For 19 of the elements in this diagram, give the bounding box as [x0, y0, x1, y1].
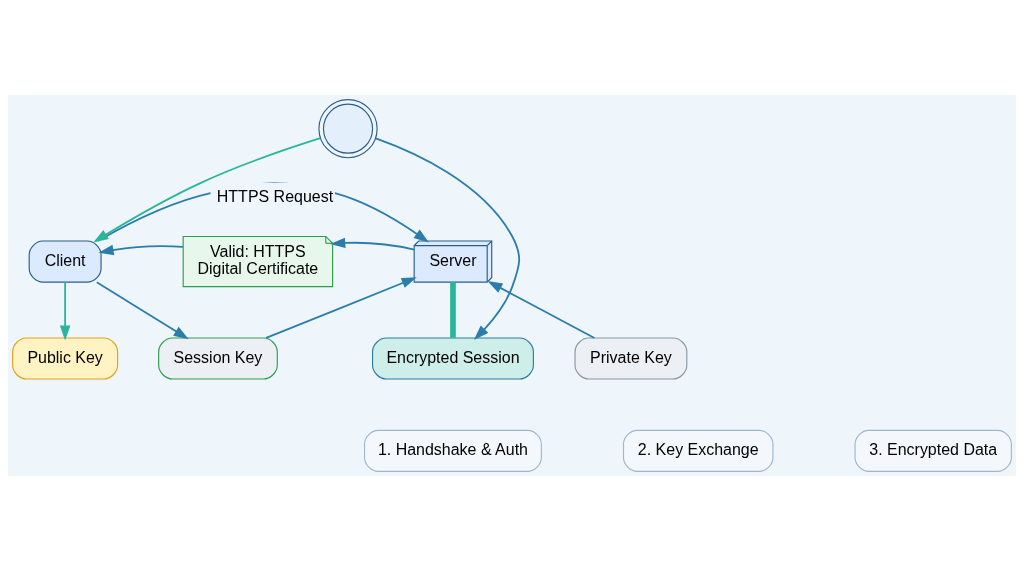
node-box: Client [28, 240, 102, 283]
node-box: Public Key [12, 337, 119, 380]
arrow [374, 137, 521, 340]
arrow [487, 281, 596, 339]
arrow [93, 137, 322, 243]
arrow [59, 281, 71, 341]
node-box: Encrypted Session [372, 337, 534, 380]
node-picture [318, 99, 378, 159]
arrow [330, 237, 415, 251]
connector [450, 282, 456, 338]
node-box: Private Key [574, 337, 688, 380]
arrow [265, 277, 417, 339]
edge-label: HTTPS Request [216, 187, 334, 205]
node-box: 3. Encrypted Data [854, 429, 1012, 472]
arrow [95, 281, 189, 340]
node-box: Session Key [158, 337, 278, 380]
node-box: 1. Handshake & Auth [364, 429, 542, 472]
node-box: 2. Key Exchange [622, 429, 774, 472]
arrow [98, 244, 184, 256]
